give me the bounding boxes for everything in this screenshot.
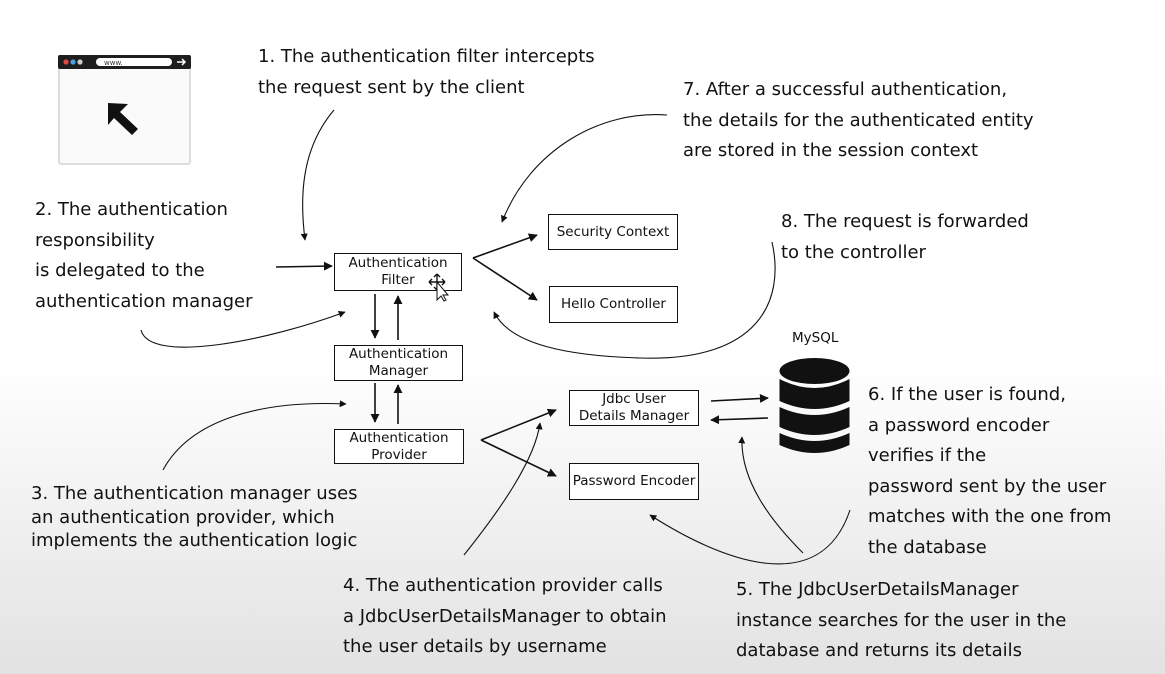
arrow-client-to-filter	[275, 261, 333, 271]
arrow-filter-to-hello-controller	[472, 257, 538, 301]
curve-note-7	[501, 114, 668, 223]
arrow-provider-to-password-encoder	[480, 439, 557, 477]
authentication-provider-box: Authentication Provider	[334, 429, 464, 464]
authentication-manager-box: Authentication Manager	[334, 345, 463, 381]
move-cursor-icon	[428, 273, 450, 302]
database-label: MySQL	[792, 330, 839, 346]
curve-note-2	[140, 310, 346, 348]
curve-note-5a	[738, 436, 804, 554]
browser-address: www.	[104, 59, 123, 67]
forward-arrow-icon	[177, 58, 187, 66]
security-context-box: Security Context	[548, 214, 678, 250]
curve-note-1	[300, 109, 335, 241]
database-icon	[779, 358, 850, 453]
curve-note-8	[493, 241, 776, 359]
note-7: 7. After a successful authentication,the…	[683, 79, 1034, 161]
authentication-filter-box: Authentication Filter	[334, 253, 462, 291]
curve-note-4	[463, 422, 543, 556]
arrow-provider-to-jdbc	[480, 408, 557, 441]
arrow-jdbc-to-database	[710, 393, 769, 403]
arrow-filter-to-security-context	[472, 233, 538, 259]
note-6: 6. If the user is found,a password encod…	[868, 384, 1112, 558]
curve-note-3	[162, 400, 347, 471]
arrow-database-to-jdbc	[710, 415, 769, 425]
jdbc-user-details-manager-box: Jdbc User Details Manager	[569, 390, 699, 426]
curve-note-5b	[649, 509, 851, 565]
password-encoder-box: Password Encoder	[569, 463, 699, 500]
hello-controller-box: Hello Controller	[549, 286, 678, 323]
browser-window-icon: www.	[58, 55, 191, 165]
mouse-pointer-icon	[108, 103, 138, 135]
